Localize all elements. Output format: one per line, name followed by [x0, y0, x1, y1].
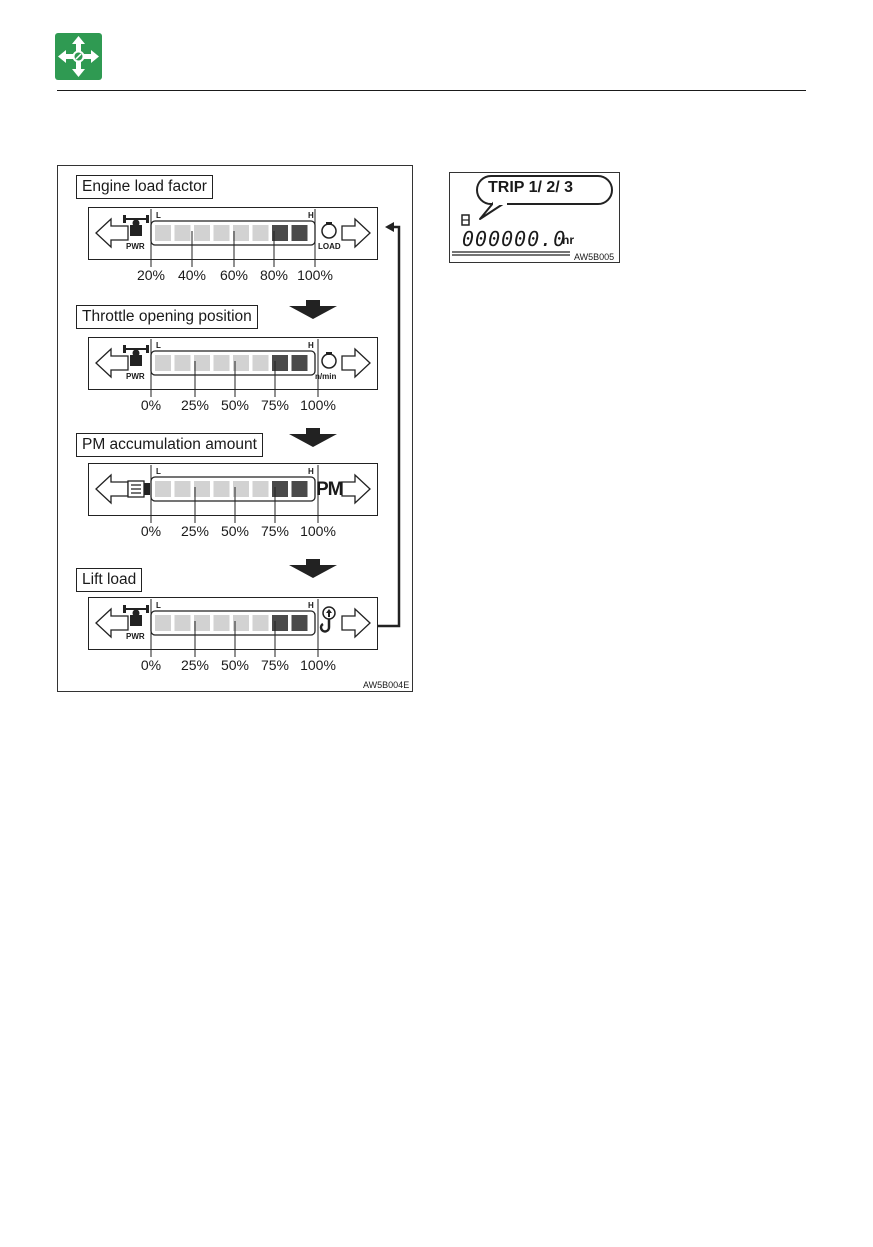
left-arrow-icon — [96, 219, 128, 247]
trip-unit: hr — [562, 233, 574, 247]
gauge-segment — [194, 615, 210, 631]
hook-shape — [321, 619, 329, 631]
pwr-label: PWR — [126, 242, 145, 251]
barbell-weight — [123, 215, 126, 223]
high-label: H — [308, 467, 314, 476]
gauge-segment — [194, 355, 210, 371]
left-arrow-icon — [96, 609, 128, 637]
header-rule — [57, 90, 806, 91]
pwr-operator-icon — [130, 615, 142, 626]
barbell-weight — [146, 215, 149, 223]
trip-digits: 000000.0 — [462, 227, 566, 251]
gauge-segment — [253, 615, 269, 631]
gauge-segment — [155, 615, 171, 631]
gauge-segment — [155, 225, 171, 241]
down-arrow-icon — [289, 300, 337, 319]
gauge-segment — [292, 355, 308, 371]
engine-load-icon — [322, 224, 336, 238]
right-arrow-icon — [342, 609, 370, 637]
gauge-segment — [272, 355, 288, 371]
down-arrow-icon — [289, 428, 337, 447]
dpf-filter-outlet — [144, 483, 150, 495]
low-label: L — [156, 341, 161, 350]
loop-arrowhead — [385, 222, 394, 232]
gauge-segment — [292, 225, 308, 241]
gauge-segment — [272, 615, 288, 631]
right-arrow-icon — [342, 349, 370, 377]
gauge-segment — [253, 225, 269, 241]
right-arrow-icon — [342, 475, 370, 503]
gauge-segment — [214, 225, 230, 241]
operator-head — [133, 610, 140, 617]
low-label: L — [156, 601, 161, 610]
gauge-segment — [253, 481, 269, 497]
engine-icon-cap — [326, 222, 332, 225]
gauge-segment — [175, 225, 191, 241]
gauge-segment — [233, 225, 249, 241]
figure-code: AW5B005 — [574, 252, 614, 262]
pwr-operator-icon — [130, 225, 142, 236]
loop-connector — [378, 227, 399, 626]
pwr-operator-icon — [130, 355, 142, 366]
high-label: H — [308, 601, 314, 610]
low-label: L — [156, 467, 161, 476]
gauge-segment — [175, 481, 191, 497]
gauge-segment — [292, 615, 308, 631]
operator-head — [133, 350, 140, 357]
high-label: H — [308, 211, 314, 220]
figure-code: AW5B004E — [363, 680, 409, 690]
barbell-weight — [123, 345, 126, 353]
gauge-segment — [175, 355, 191, 371]
engine-icon-label: LOAD — [318, 242, 341, 251]
gauge-segment — [175, 615, 191, 631]
gauge-segment — [214, 355, 230, 371]
operator-head — [133, 220, 140, 227]
gauge-segment — [272, 481, 288, 497]
pwr-label: PWR — [126, 632, 145, 641]
gauge-graphics — [58, 166, 414, 693]
gauge-segment — [194, 481, 210, 497]
gauge-segment — [214, 615, 230, 631]
gauge-segment — [155, 355, 171, 371]
high-label: H — [308, 341, 314, 350]
gauge-segment — [155, 481, 171, 497]
engine-speed-icon — [322, 354, 336, 368]
engine-icon-cap — [326, 352, 332, 355]
gauge-figure: Engine load factor 20% 40% 60% 80% 100% … — [57, 165, 413, 692]
gauge-segment — [214, 481, 230, 497]
trip-display: TRIP 1/ 2/ 3 000000.0 hr AW5B005 — [449, 172, 620, 263]
right-arrow-icon — [342, 219, 370, 247]
engine-icon-label: n/min — [315, 372, 336, 381]
barbell-weight — [146, 605, 149, 613]
barbell-weight — [146, 345, 149, 353]
gauge-segment — [292, 481, 308, 497]
pm-icon: PM — [316, 479, 343, 501]
gauge-segment — [194, 225, 210, 241]
section-logo-icon — [55, 33, 102, 80]
low-label: L — [156, 211, 161, 220]
down-arrow-icon — [289, 559, 337, 578]
left-arrow-icon — [96, 349, 128, 377]
barbell-weight — [123, 605, 126, 613]
left-arrow-icon — [96, 475, 128, 503]
pwr-label: PWR — [126, 372, 145, 381]
gauge-segment — [253, 355, 269, 371]
trip-label: TRIP 1/ 2/ 3 — [488, 179, 573, 197]
